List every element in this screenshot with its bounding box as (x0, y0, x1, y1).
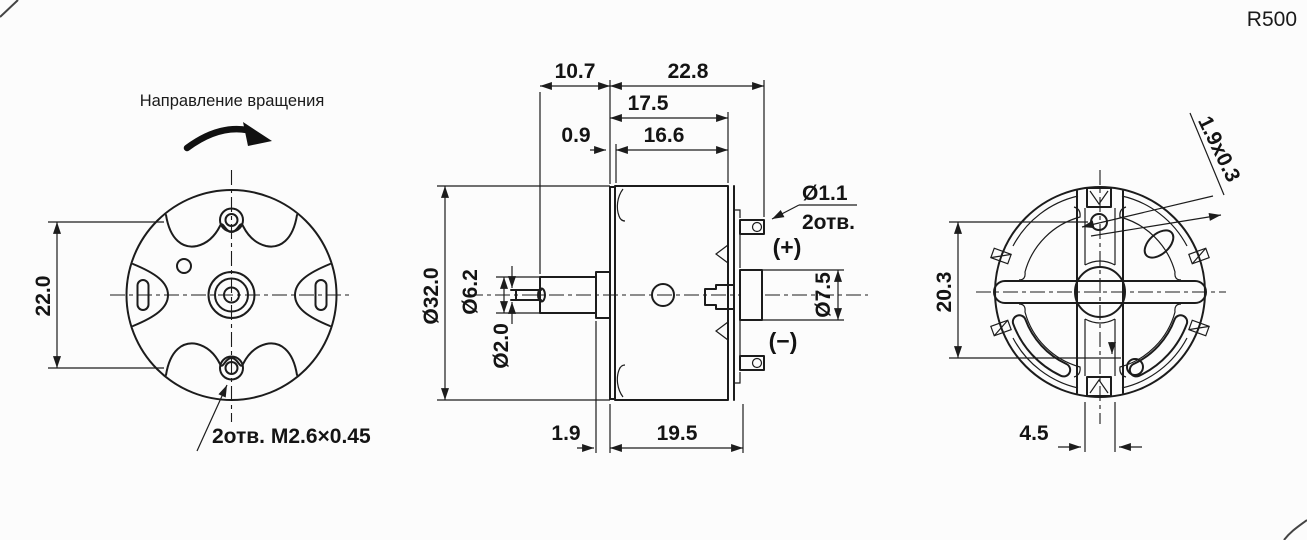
rear-rim-inner-arc-ul (1012, 195, 1079, 247)
dim-1-9-label: 1.9 (551, 422, 580, 445)
rear-rim-inner-arc-ur (1121, 195, 1188, 247)
mounting-hole-bottom (224, 361, 239, 375)
dimension-rear-hole-pitch: 20.3 (933, 221, 1121, 359)
rear-rim-tab-ul (990, 247, 1012, 265)
case-front-tab-top (616, 188, 626, 222)
rear-oval-slot (1143, 229, 1175, 259)
bushing-front-cap (537, 287, 546, 303)
rear-tab-bottom (1086, 376, 1112, 397)
dimension-boss-diameter: Ø7.5 (762, 269, 844, 321)
rear-view: 20.3 4.5 1.9x0.3 (933, 113, 1245, 452)
front-shaft-bore (223, 286, 240, 304)
endbell-profile (734, 209, 741, 384)
terminal-minus-hole (751, 357, 763, 369)
page-corner-artifact-topleft (0, 0, 19, 18)
rear-window-ur (1119, 206, 1182, 281)
dim-0-9-label: 0.9 (561, 124, 590, 147)
dim-7-5-label: Ø7.5 (812, 272, 835, 318)
crimp-tab-bottom (715, 321, 729, 341)
dimension-bushing-diameter: Ø6.2 (459, 269, 540, 315)
terminal-plus-hole (751, 221, 763, 233)
rear-rim-tab-ll (990, 319, 1012, 337)
dim-16-6-label: 16.6 (644, 124, 685, 147)
front-left-slot (136, 279, 150, 311)
rear-rim-inner-arc-ll (1012, 337, 1079, 389)
model-label: R500 (1247, 8, 1297, 31)
front-bearing-boss-inner (214, 277, 249, 313)
case-outline (614, 185, 729, 401)
front-left-bracket (132, 263, 169, 327)
terminal-hole-callout: Ø1.1 2отв. (771, 182, 857, 234)
rear-tab-top (1086, 187, 1112, 208)
dim-2-0-label: Ø2.0 (490, 323, 513, 369)
mounting-hole-bottom-ring (219, 355, 244, 381)
dimension-flange-step: 0.9 (561, 124, 606, 155)
terminal-hole-qty-label: 2отв. (802, 211, 855, 234)
dimension-channel-width: 4.5 (1019, 402, 1142, 452)
dimension-mount-pitch: 22.0 (32, 221, 164, 369)
rotation-direction-label: Направление вращения (140, 92, 325, 110)
dimension-case-length: 16.6 (615, 124, 728, 183)
rear-tab-bottom-chevron (1089, 378, 1109, 394)
front-small-hole (176, 258, 192, 274)
rear-rim-tab-lr (1188, 319, 1210, 337)
rear-boss-outline (739, 269, 763, 321)
rear-small-hole (1126, 358, 1144, 376)
dim-19-5-label: 19.5 (657, 422, 698, 445)
case-vent-hole (651, 283, 675, 307)
dimension-body-diameter: Ø32.0 (420, 185, 610, 401)
mount-holes-callout: 2отв. M2.6×0.45 (196, 384, 371, 452)
side-view: 10.7 22.8 17.5 16.6 0.9 Ø32.0 (420, 60, 868, 453)
dimension-total-length: 22.8 (610, 60, 765, 217)
dim-32-0-label: Ø32.0 (420, 267, 443, 324)
dim-6-2-label: Ø6.2 (459, 269, 482, 315)
front-bottom-cutout (165, 342, 298, 376)
mounting-hole-top (224, 213, 239, 227)
terminal-minus-label: (−) (769, 328, 798, 354)
dimension-shaft-diameter: Ø2.0 (490, 266, 517, 369)
dim-22-8-label: 22.8 (668, 60, 709, 83)
rear-window-ll (1018, 303, 1081, 378)
dim-10-7-label: 10.7 (555, 60, 596, 83)
rear-arc-slot-ll (1011, 314, 1072, 378)
dimension-rear-length: 19.5 (609, 404, 744, 453)
dim-17-5-label: 17.5 (628, 92, 669, 115)
rear-window-ul (1018, 206, 1081, 281)
page-corner-artifact-bottomright (1283, 519, 1307, 540)
rear-bearing-holder (704, 284, 734, 310)
rear-window-lr (1119, 303, 1182, 378)
mounting-hole-top-ring (219, 207, 244, 233)
front-right-slot (314, 279, 328, 311)
rear-rim-tab-ur (1188, 247, 1210, 265)
rear-bridge-arc-bottom (1084, 318, 1116, 324)
rear-horizontal-rib (993, 280, 1207, 304)
dimension-case-with-flange: 17.5 (610, 92, 729, 183)
rear-bridge-arc-top (1084, 260, 1116, 266)
rear-center-boss (1074, 266, 1126, 318)
dimension-collar-thickness: 1.9 (551, 321, 597, 453)
dim-22-0-label: 22.0 (32, 276, 55, 317)
terminal-hole-dia-label: Ø1.1 (802, 182, 848, 205)
dim-20-3-label: 20.3 (933, 272, 956, 313)
rear-rim-inner-arc-lr (1121, 337, 1188, 389)
dim-1-9x0-3-label: 1.9x0.3 (1193, 113, 1244, 186)
rotation-arrow-head-icon (243, 122, 272, 146)
dimension-bushing-length: 10.7 (539, 60, 611, 274)
case-front-tab-bottom (616, 364, 626, 398)
rotation-direction-note: Направление вращения (140, 92, 325, 152)
front-right-bracket (294, 263, 331, 327)
dim-4-5-label: 4.5 (1019, 422, 1049, 445)
rear-tab-top-chevron (1089, 190, 1109, 206)
terminal-plus-label: (+) (773, 234, 802, 260)
rotation-arrow-curve (183, 125, 251, 152)
crimp-tab-top (715, 244, 729, 264)
mount-holes-note-label: 2отв. M2.6×0.45 (212, 425, 371, 448)
front-body-outline (125, 189, 338, 401)
front-view: 22.0 2отв. M2.6×0.45 (32, 170, 371, 452)
rear-arc-slot-lr (1128, 314, 1189, 378)
front-bearing-boss-outer (207, 271, 256, 319)
